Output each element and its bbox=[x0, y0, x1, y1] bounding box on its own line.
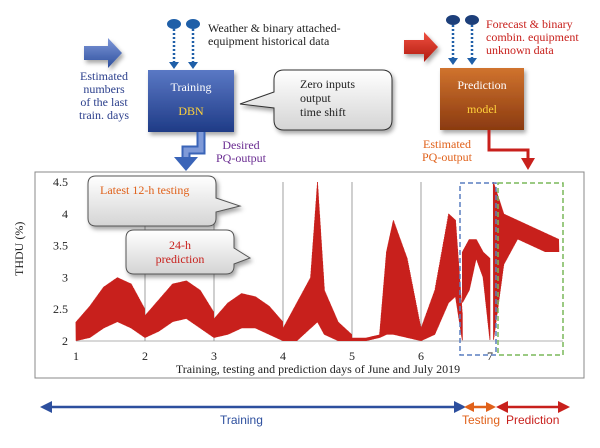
forecast-inputs-label: Forecast & binary combin. equipment unkn… bbox=[486, 17, 579, 57]
timeline-testing-arrow bbox=[464, 402, 496, 412]
y-tick-label: 2 bbox=[62, 334, 68, 348]
timeline-training-arrow bbox=[40, 401, 466, 413]
prediction-window-box bbox=[497, 182, 564, 356]
estimated-days-label: Estimated numbers of the last train. day… bbox=[79, 69, 129, 122]
y-axis-label: THDU (%) bbox=[12, 221, 26, 276]
series-testing bbox=[461, 239, 491, 340]
training-inputs-label: Weather & binary attached- equipment his… bbox=[208, 21, 341, 48]
testing-callout bbox=[87, 175, 242, 227]
timeline-prediction-label: Prediction bbox=[506, 413, 560, 427]
x-tick-label: 2 bbox=[142, 349, 148, 363]
desired-output-arrow bbox=[174, 132, 206, 171]
timeline-prediction-arrow bbox=[496, 401, 570, 413]
y-tick-label: 4.5 bbox=[53, 175, 68, 189]
prediction-box-title: Prediction bbox=[457, 78, 507, 92]
y-tick-label: 4 bbox=[62, 207, 68, 221]
prediction-input-arrows bbox=[446, 15, 479, 65]
estimated-input-arrow bbox=[84, 38, 122, 68]
y-tick-label: 3.5 bbox=[53, 239, 68, 253]
series-prediction bbox=[492, 181, 560, 340]
prediction-callout bbox=[125, 229, 252, 275]
training-box-subtitle: DBN bbox=[178, 104, 204, 118]
estimated-output-arrow bbox=[487, 130, 535, 170]
timeline-training-label: Training bbox=[220, 413, 263, 427]
x-tick-label: 7 bbox=[487, 349, 493, 363]
series-day4 bbox=[282, 181, 353, 342]
x-tick-label: 6 bbox=[418, 349, 424, 363]
timeline-testing-label: Testing bbox=[462, 413, 501, 427]
x-tick-label: 3 bbox=[211, 349, 217, 363]
x-tick-label: 5 bbox=[349, 349, 355, 363]
prediction-box bbox=[440, 68, 524, 130]
testing-window-box bbox=[459, 182, 497, 356]
y-tick-label: 3 bbox=[62, 270, 68, 284]
x-tick-label: 1 bbox=[73, 349, 79, 363]
series-day6 bbox=[420, 213, 463, 341]
prediction-box-subtitle: model bbox=[467, 102, 497, 116]
training-input-arrows bbox=[167, 19, 200, 69]
prediction-callout-text: 24-h prediction bbox=[155, 238, 205, 266]
series-day5 bbox=[351, 220, 422, 342]
training-box-title: Training bbox=[170, 80, 212, 94]
zero-inputs-callout bbox=[239, 69, 393, 131]
desired-output-label: Desired PQ-output bbox=[215, 138, 266, 165]
series-day3 bbox=[213, 293, 284, 341]
series-day2 bbox=[144, 280, 215, 338]
x-tick-label: 4 bbox=[280, 349, 286, 363]
estimated-pq-label: Estimated PQ-output bbox=[421, 137, 472, 164]
y-tick-label: 2.5 bbox=[53, 302, 68, 316]
training-box bbox=[148, 70, 234, 132]
series-day1 bbox=[75, 277, 146, 341]
zero-inputs-text: Zero inputs output time shift bbox=[300, 77, 355, 119]
x-axis-label: Training, testing and prediction days of… bbox=[175, 362, 461, 376]
forecast-input-arrow bbox=[404, 32, 438, 62]
testing-callout-text: Latest 12-h testing bbox=[100, 183, 190, 197]
